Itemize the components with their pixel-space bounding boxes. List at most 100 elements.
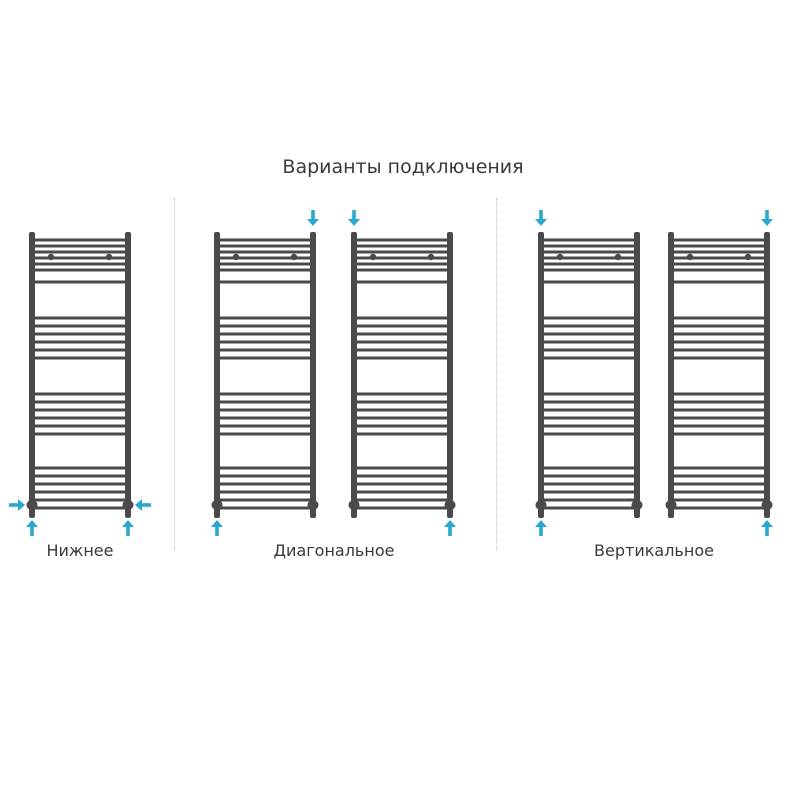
radiator-rail: [354, 332, 450, 336]
radiator-rail: [32, 280, 128, 284]
radiator-rail: [541, 256, 637, 260]
radiator-rail: [32, 238, 128, 242]
radiator-rail: [541, 408, 637, 412]
radiator-rail: [32, 340, 128, 344]
radiator-rail: [354, 324, 450, 328]
caption-vertical-connection: Вертикальное: [594, 541, 714, 560]
connection-nipple: [122, 500, 134, 510]
group-divider: [496, 198, 497, 550]
radiator-rail: [671, 400, 767, 404]
radiator-rail: [671, 432, 767, 436]
radiator-rail: [541, 332, 637, 336]
radiator-rail: [32, 324, 128, 328]
radiator-rail: [541, 392, 637, 396]
radiator-rail: [354, 474, 450, 478]
radiator-rail: [541, 416, 637, 420]
radiator-rail: [671, 498, 767, 502]
radiator-rail: [217, 340, 313, 344]
radiator-rail: [217, 424, 313, 428]
arrow-head: [761, 520, 773, 527]
radiator-rail: [217, 348, 313, 352]
radiator-rail: [217, 432, 313, 436]
radiator-rail: [217, 324, 313, 328]
radiator-rail: [354, 466, 450, 470]
radiator-rail: [354, 424, 450, 428]
radiator-rail: [32, 316, 128, 320]
radiator-rail: [217, 262, 313, 266]
radiator-rail: [32, 356, 128, 360]
radiator-rail: [354, 400, 450, 404]
radiator-rail: [32, 332, 128, 336]
radiator-rail: [217, 482, 313, 486]
inlet-left-bottom-arrow-icon: [211, 520, 223, 536]
arrow-head: [122, 520, 134, 527]
radiator-rail: [354, 506, 450, 510]
radiator-rail: [217, 316, 313, 320]
radiator-rail: [541, 348, 637, 352]
inlet-right-top-arrow-icon: [307, 210, 319, 226]
radiator-rail: [671, 424, 767, 428]
radiator-rail: [354, 392, 450, 396]
inlet-right-bottom-arrow-icon: [122, 520, 134, 536]
radiator-rail: [354, 244, 450, 248]
radiator-rail: [217, 392, 313, 396]
radiator-rail: [541, 490, 637, 494]
radiator-right-post: [447, 232, 453, 518]
caption-bottom-connection: Нижнее: [46, 541, 114, 560]
radiator-rail: [32, 400, 128, 404]
radiator-rail: [217, 250, 313, 254]
radiator-rail: [32, 244, 128, 248]
radiator-rail: [671, 256, 767, 260]
radiator-left-post: [538, 232, 544, 518]
radiator-rail: [541, 262, 637, 266]
connection-nipple: [348, 500, 360, 510]
mount-dot: [686, 253, 694, 261]
radiator-rail: [32, 424, 128, 428]
radiator-rail: [541, 280, 637, 284]
radiator-rail: [32, 268, 128, 272]
radiator-rail: [217, 356, 313, 360]
radiator-rail: [217, 416, 313, 420]
radiator-rail: [541, 506, 637, 510]
group-divider: [174, 198, 175, 550]
radiator-rail: [671, 356, 767, 360]
radiator-rail: [671, 280, 767, 284]
radiator-rail: [217, 238, 313, 242]
radiator-rail: [32, 474, 128, 478]
radiator-rail: [541, 482, 637, 486]
radiator-rail: [671, 392, 767, 396]
radiator-rail: [671, 238, 767, 242]
radiator-rail: [541, 474, 637, 478]
radiator-rail: [671, 348, 767, 352]
inlet-left-top-arrow-icon: [348, 210, 360, 226]
arrow-head: [535, 520, 547, 527]
radiator-rail: [32, 416, 128, 420]
diagonal-connection-1-radiator: [211, 232, 319, 518]
connection-nipple: [535, 500, 547, 510]
radiator-rail: [354, 238, 450, 242]
radiator-right-post: [634, 232, 640, 518]
radiator-rail: [217, 280, 313, 284]
radiator-right-post: [310, 232, 316, 518]
radiator-rail: [32, 432, 128, 436]
caption-diagonal-connection: Диагональное: [273, 541, 395, 560]
radiator-rail: [354, 250, 450, 254]
mount-dot: [556, 253, 564, 261]
arrow-head: [761, 219, 773, 226]
arrow-head: [135, 499, 142, 511]
radiator-rail: [32, 506, 128, 510]
radiator-rail: [354, 348, 450, 352]
inlet-right-bottom-arrow-icon: [761, 520, 773, 536]
radiator-rail: [541, 244, 637, 248]
radiator-rail: [671, 466, 767, 470]
mount-dot: [427, 253, 435, 261]
radiator-rail: [32, 256, 128, 260]
radiator-rail: [217, 268, 313, 272]
connection-nipple: [307, 500, 319, 510]
mount-dot: [369, 253, 377, 261]
mount-dot: [614, 253, 622, 261]
radiator-rail: [671, 316, 767, 320]
radiator-rail: [354, 280, 450, 284]
